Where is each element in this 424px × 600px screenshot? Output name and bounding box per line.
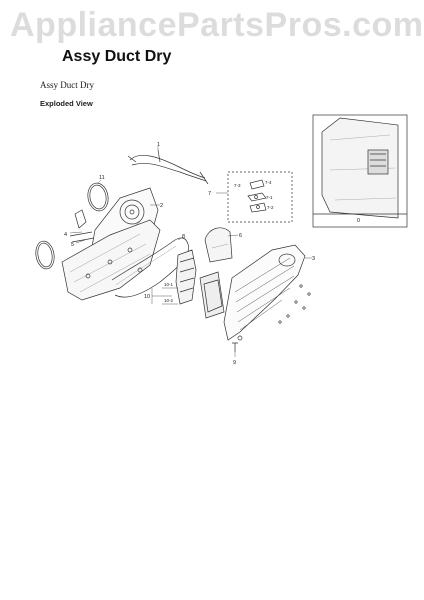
part-4-5-bracket (69, 209, 95, 243)
leader-lines (69, 146, 312, 357)
screws (232, 284, 311, 352)
callout-11: 11 (99, 175, 105, 181)
callout-4: 4 (64, 232, 67, 238)
main-duct-body (61, 219, 161, 301)
callout-3: 3 (312, 256, 315, 262)
callout-8: 8 (182, 234, 185, 240)
part-10-heater-assembly (175, 249, 225, 319)
callout-10: 10 (144, 294, 150, 300)
callout-1: 1 (157, 142, 160, 148)
callout-2: 2 (160, 203, 163, 209)
callout-7-1: 7-1 (266, 195, 273, 200)
exploded-view-label: Exploded View (40, 99, 93, 108)
callout-7-2: 7-2 (267, 205, 274, 210)
inset-panel (312, 114, 408, 228)
callout-5: 5 (71, 242, 74, 248)
part-7-sensor-group (227, 171, 293, 223)
callout-10-1: 10-1 (164, 282, 174, 287)
callout-7-3: 7-3 (234, 183, 241, 188)
left-gasket-ring (35, 240, 55, 270)
part-1-wire-harness (127, 149, 209, 185)
callout-9: 9 (233, 360, 236, 366)
callout-10-2: 10-2 (164, 298, 174, 303)
callout-6: 6 (239, 233, 242, 239)
watermark-logo: AppliancePartsPros.com (10, 6, 424, 44)
callout-7-4: 7-4 (265, 180, 272, 185)
part-11-gasket-ring (87, 182, 109, 212)
part-8-duct-hose (111, 237, 189, 298)
assembly-subtitle: Assy Duct Dry (40, 80, 94, 90)
page-title: Assy Duct Dry (62, 48, 172, 65)
part-6-fan-housing (204, 227, 233, 263)
part-3-duct-panel (223, 244, 306, 341)
callout-7: 7 (208, 191, 211, 197)
callout-0: 0 (357, 218, 360, 224)
